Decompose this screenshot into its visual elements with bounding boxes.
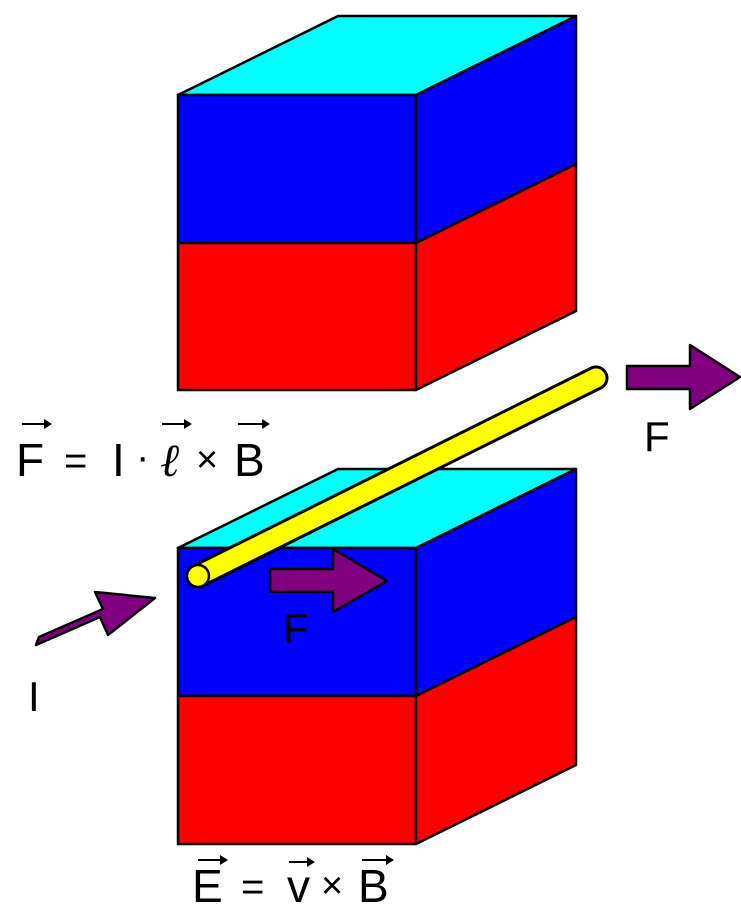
vector-arrow-icon xyxy=(162,419,192,429)
lower-magnet-front-south xyxy=(176,694,418,846)
eq-field-v: v xyxy=(287,860,310,909)
upper-magnet-front-north xyxy=(176,93,418,245)
eq-field-E: E xyxy=(192,860,223,909)
current-arrow xyxy=(34,590,157,647)
eq-force-I: I xyxy=(112,434,125,486)
vector-arrow-icon xyxy=(238,419,270,429)
eq-force-ell: ℓ xyxy=(160,435,180,486)
field-equation: E = v × B xyxy=(192,855,394,909)
force-label-right: F xyxy=(644,413,670,460)
vector-arrow-icon xyxy=(362,855,394,865)
lower-magnet xyxy=(176,467,578,846)
current-label: I xyxy=(28,673,40,720)
eq-force-dot: · xyxy=(136,435,149,479)
force-arrow-mid xyxy=(268,547,389,614)
eq-force-cross: × xyxy=(196,439,218,481)
upper-magnet xyxy=(176,14,578,392)
lower-magnet-side-south xyxy=(414,615,578,846)
force-arrow-right xyxy=(625,343,741,411)
vector-arrow-icon xyxy=(22,419,52,429)
force-equation: F = I · ℓ × B xyxy=(16,419,270,486)
eq-force-B: B xyxy=(234,434,265,486)
conducting-rod xyxy=(185,365,609,589)
rod-end-cap xyxy=(185,563,211,589)
vector-arrow-icon xyxy=(198,855,228,865)
eq-force-F: F xyxy=(16,434,44,486)
force-label-mid: F xyxy=(283,605,309,652)
eq-field-B: B xyxy=(358,860,389,909)
upper-magnet-front-south xyxy=(176,241,418,392)
eq-field-cross: × xyxy=(321,865,343,907)
eq-force-equals: = xyxy=(64,439,87,483)
vector-arrow-icon xyxy=(289,857,315,867)
eq-field-equals: = xyxy=(241,865,264,909)
upper-magnet-side-south xyxy=(414,162,578,392)
